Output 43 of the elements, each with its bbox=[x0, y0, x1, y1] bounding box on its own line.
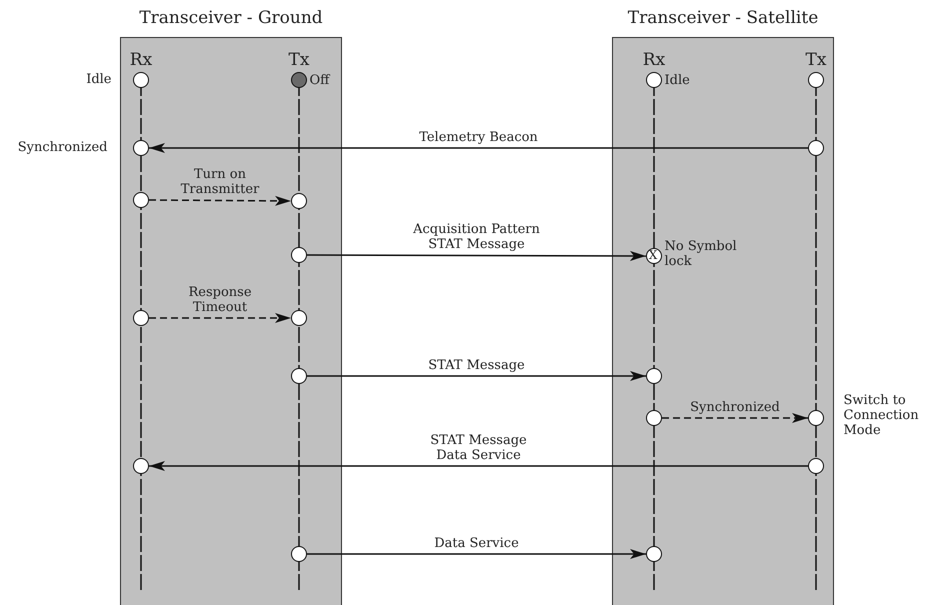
message-arrow bbox=[149, 196, 291, 206]
state-circle bbox=[290, 192, 306, 208]
state-label: Idle bbox=[85, 72, 112, 86]
state-label: Switch to Connection Mode bbox=[844, 392, 920, 438]
message-label: Turn on Transmitter bbox=[180, 167, 260, 197]
panel-title: Transceiver - Satellite bbox=[628, 8, 818, 28]
lifeline-heading: Tx bbox=[288, 50, 310, 70]
state-label: No Symbol lock bbox=[664, 238, 738, 268]
message-arrow bbox=[307, 250, 646, 261]
message-arrow bbox=[149, 143, 808, 153]
state-circle bbox=[290, 368, 306, 384]
lifeline-heading: Tx bbox=[806, 50, 826, 70]
message-label: Data Service bbox=[434, 536, 519, 551]
state-label: Synchronized bbox=[16, 140, 108, 154]
message-label: Acquisition Pattern STAT Message bbox=[412, 222, 541, 252]
message-label: Response Timeout bbox=[187, 285, 253, 315]
state-circle bbox=[290, 246, 306, 262]
message-arrow bbox=[307, 371, 646, 381]
state-circle bbox=[132, 310, 148, 326]
message-label: STAT Message bbox=[428, 358, 525, 373]
message-arrow bbox=[307, 549, 646, 559]
message-arrow bbox=[149, 313, 291, 323]
message-label: Telemetry Beacon bbox=[419, 130, 538, 145]
lifeline-heading: Rx bbox=[642, 50, 666, 70]
state-label: Off bbox=[310, 72, 332, 88]
message-arrow bbox=[662, 413, 808, 423]
state-circle bbox=[646, 546, 662, 562]
message-arrow bbox=[149, 461, 808, 471]
panel-title: Transceiver - Ground bbox=[139, 8, 323, 28]
state-circle bbox=[290, 546, 306, 562]
lifeline-heading: Rx bbox=[130, 50, 152, 70]
state-circle bbox=[808, 72, 824, 88]
state-circle bbox=[132, 192, 148, 208]
state-symbol: X bbox=[648, 248, 658, 262]
state-circle bbox=[132, 458, 148, 474]
state-label: Idle bbox=[664, 72, 691, 88]
message-label: STAT Message Data Service bbox=[429, 433, 528, 463]
state-circle bbox=[646, 368, 662, 384]
state-circle bbox=[290, 310, 306, 326]
state-circle bbox=[808, 458, 824, 474]
state-circle bbox=[646, 410, 662, 426]
message-label: Synchronized bbox=[690, 400, 780, 415]
state-circle bbox=[808, 140, 824, 156]
